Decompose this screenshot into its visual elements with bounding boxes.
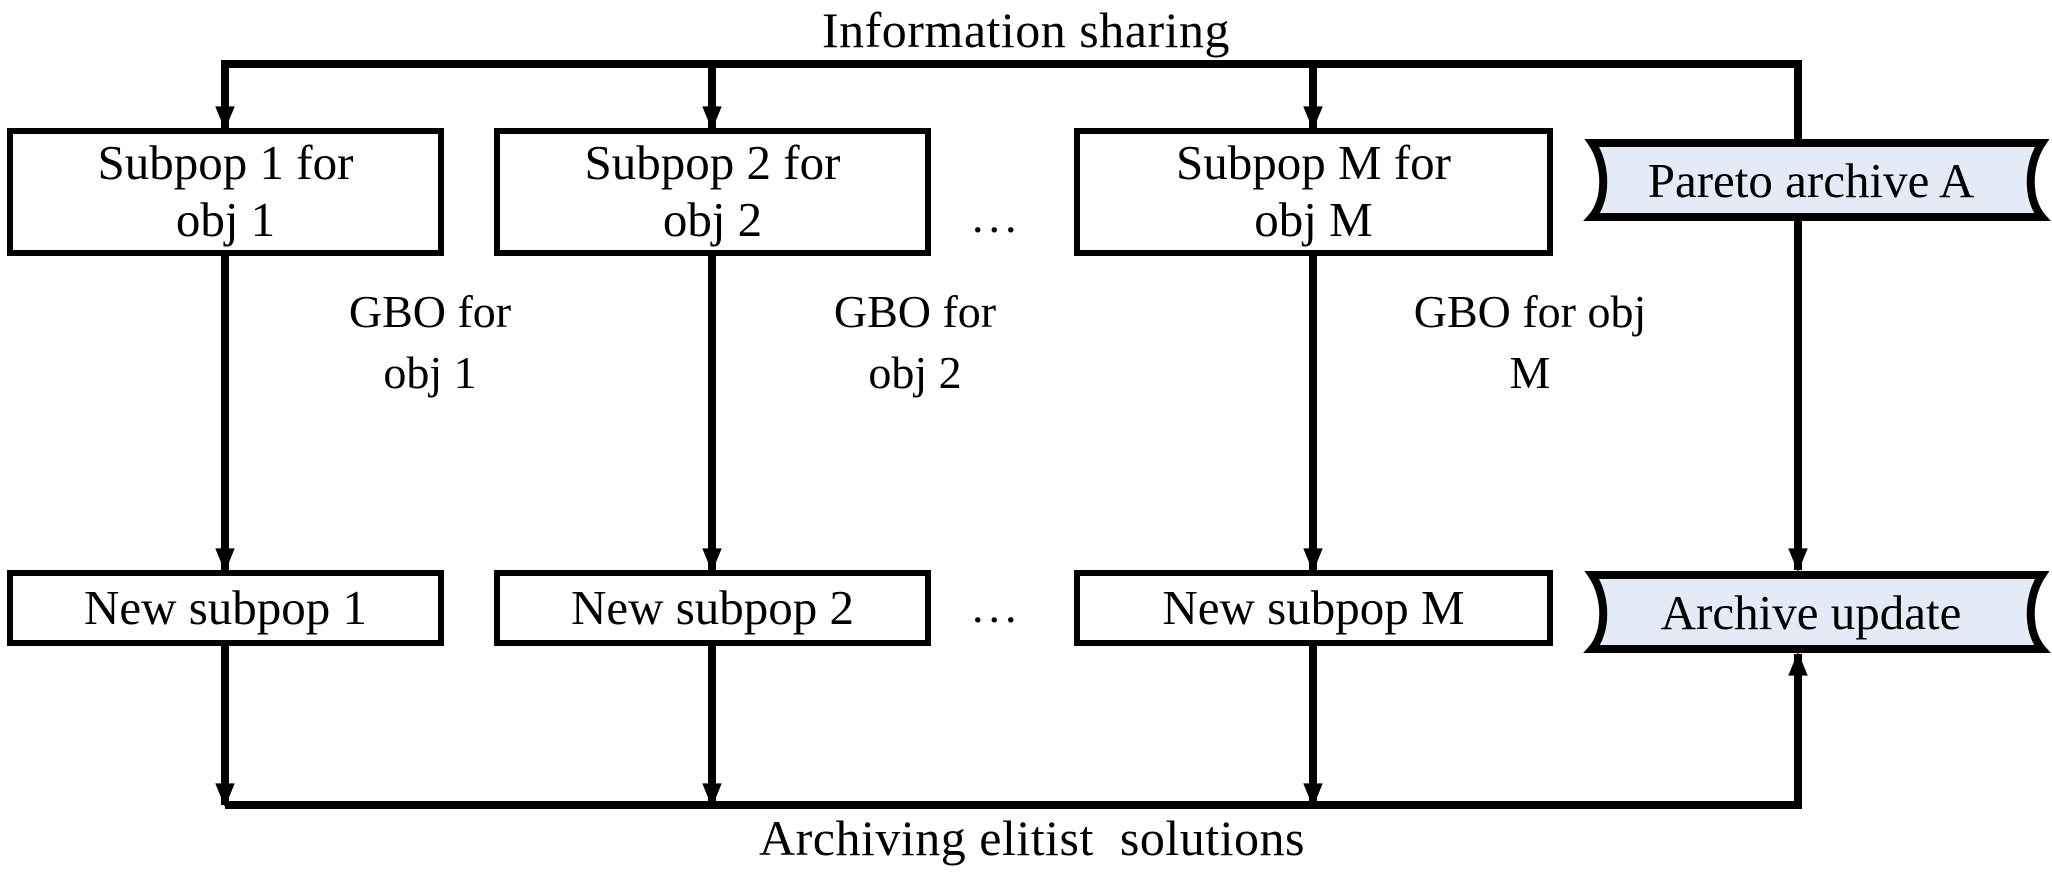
box-new-subpop-m-label: New subpop M [1162, 579, 1465, 635]
archive-update-label: Archive update [1660, 584, 1962, 640]
box-subpop-2-label: Subpop 2 for obj 2 [584, 135, 841, 247]
box-new-subpop-m[interactable]: New subpop M [1074, 570, 1553, 646]
edge-label-gbo-m: GBO for obj M [1413, 286, 1647, 398]
box-new-subpop-2[interactable]: New subpop 2 [494, 570, 931, 646]
top-row-ellipsis: ... [972, 191, 1022, 242]
bottom-bus-label: Archiving elitist solutions [759, 810, 1305, 866]
box-new-subpop-1[interactable]: New subpop 1 [7, 570, 444, 646]
shape-archive-update[interactable]: Archive update [1570, 570, 2052, 654]
box-subpop-m[interactable]: Subpop M for obj M [1074, 128, 1553, 256]
edge-label-gbo-1: GBO for obj 1 [348, 286, 512, 398]
box-subpop-m-label: Subpop M for obj M [1176, 135, 1451, 247]
box-subpop-1[interactable]: Subpop 1 for obj 1 [7, 128, 444, 256]
pareto-archive-a-label: Pareto archive A [1647, 152, 1975, 208]
edge-label-gbo-2: GBO for obj 2 [833, 286, 997, 398]
box-new-subpop-1-label: New subpop 1 [83, 579, 368, 635]
box-subpop-2[interactable]: Subpop 2 for obj 2 [494, 128, 931, 256]
top-bus-label: Information sharing [821, 2, 1230, 58]
archive-update-outline [1583, 571, 2051, 653]
shape-pareto-archive-a[interactable]: Pareto archive A [1570, 138, 2052, 222]
bottom-row-ellipsis: ... [972, 581, 1022, 632]
box-subpop-1-label: Subpop 1 for obj 1 [97, 135, 354, 247]
box-new-subpop-2-label: New subpop 2 [570, 579, 855, 635]
pareto-archive-a-outline [1583, 139, 2051, 221]
